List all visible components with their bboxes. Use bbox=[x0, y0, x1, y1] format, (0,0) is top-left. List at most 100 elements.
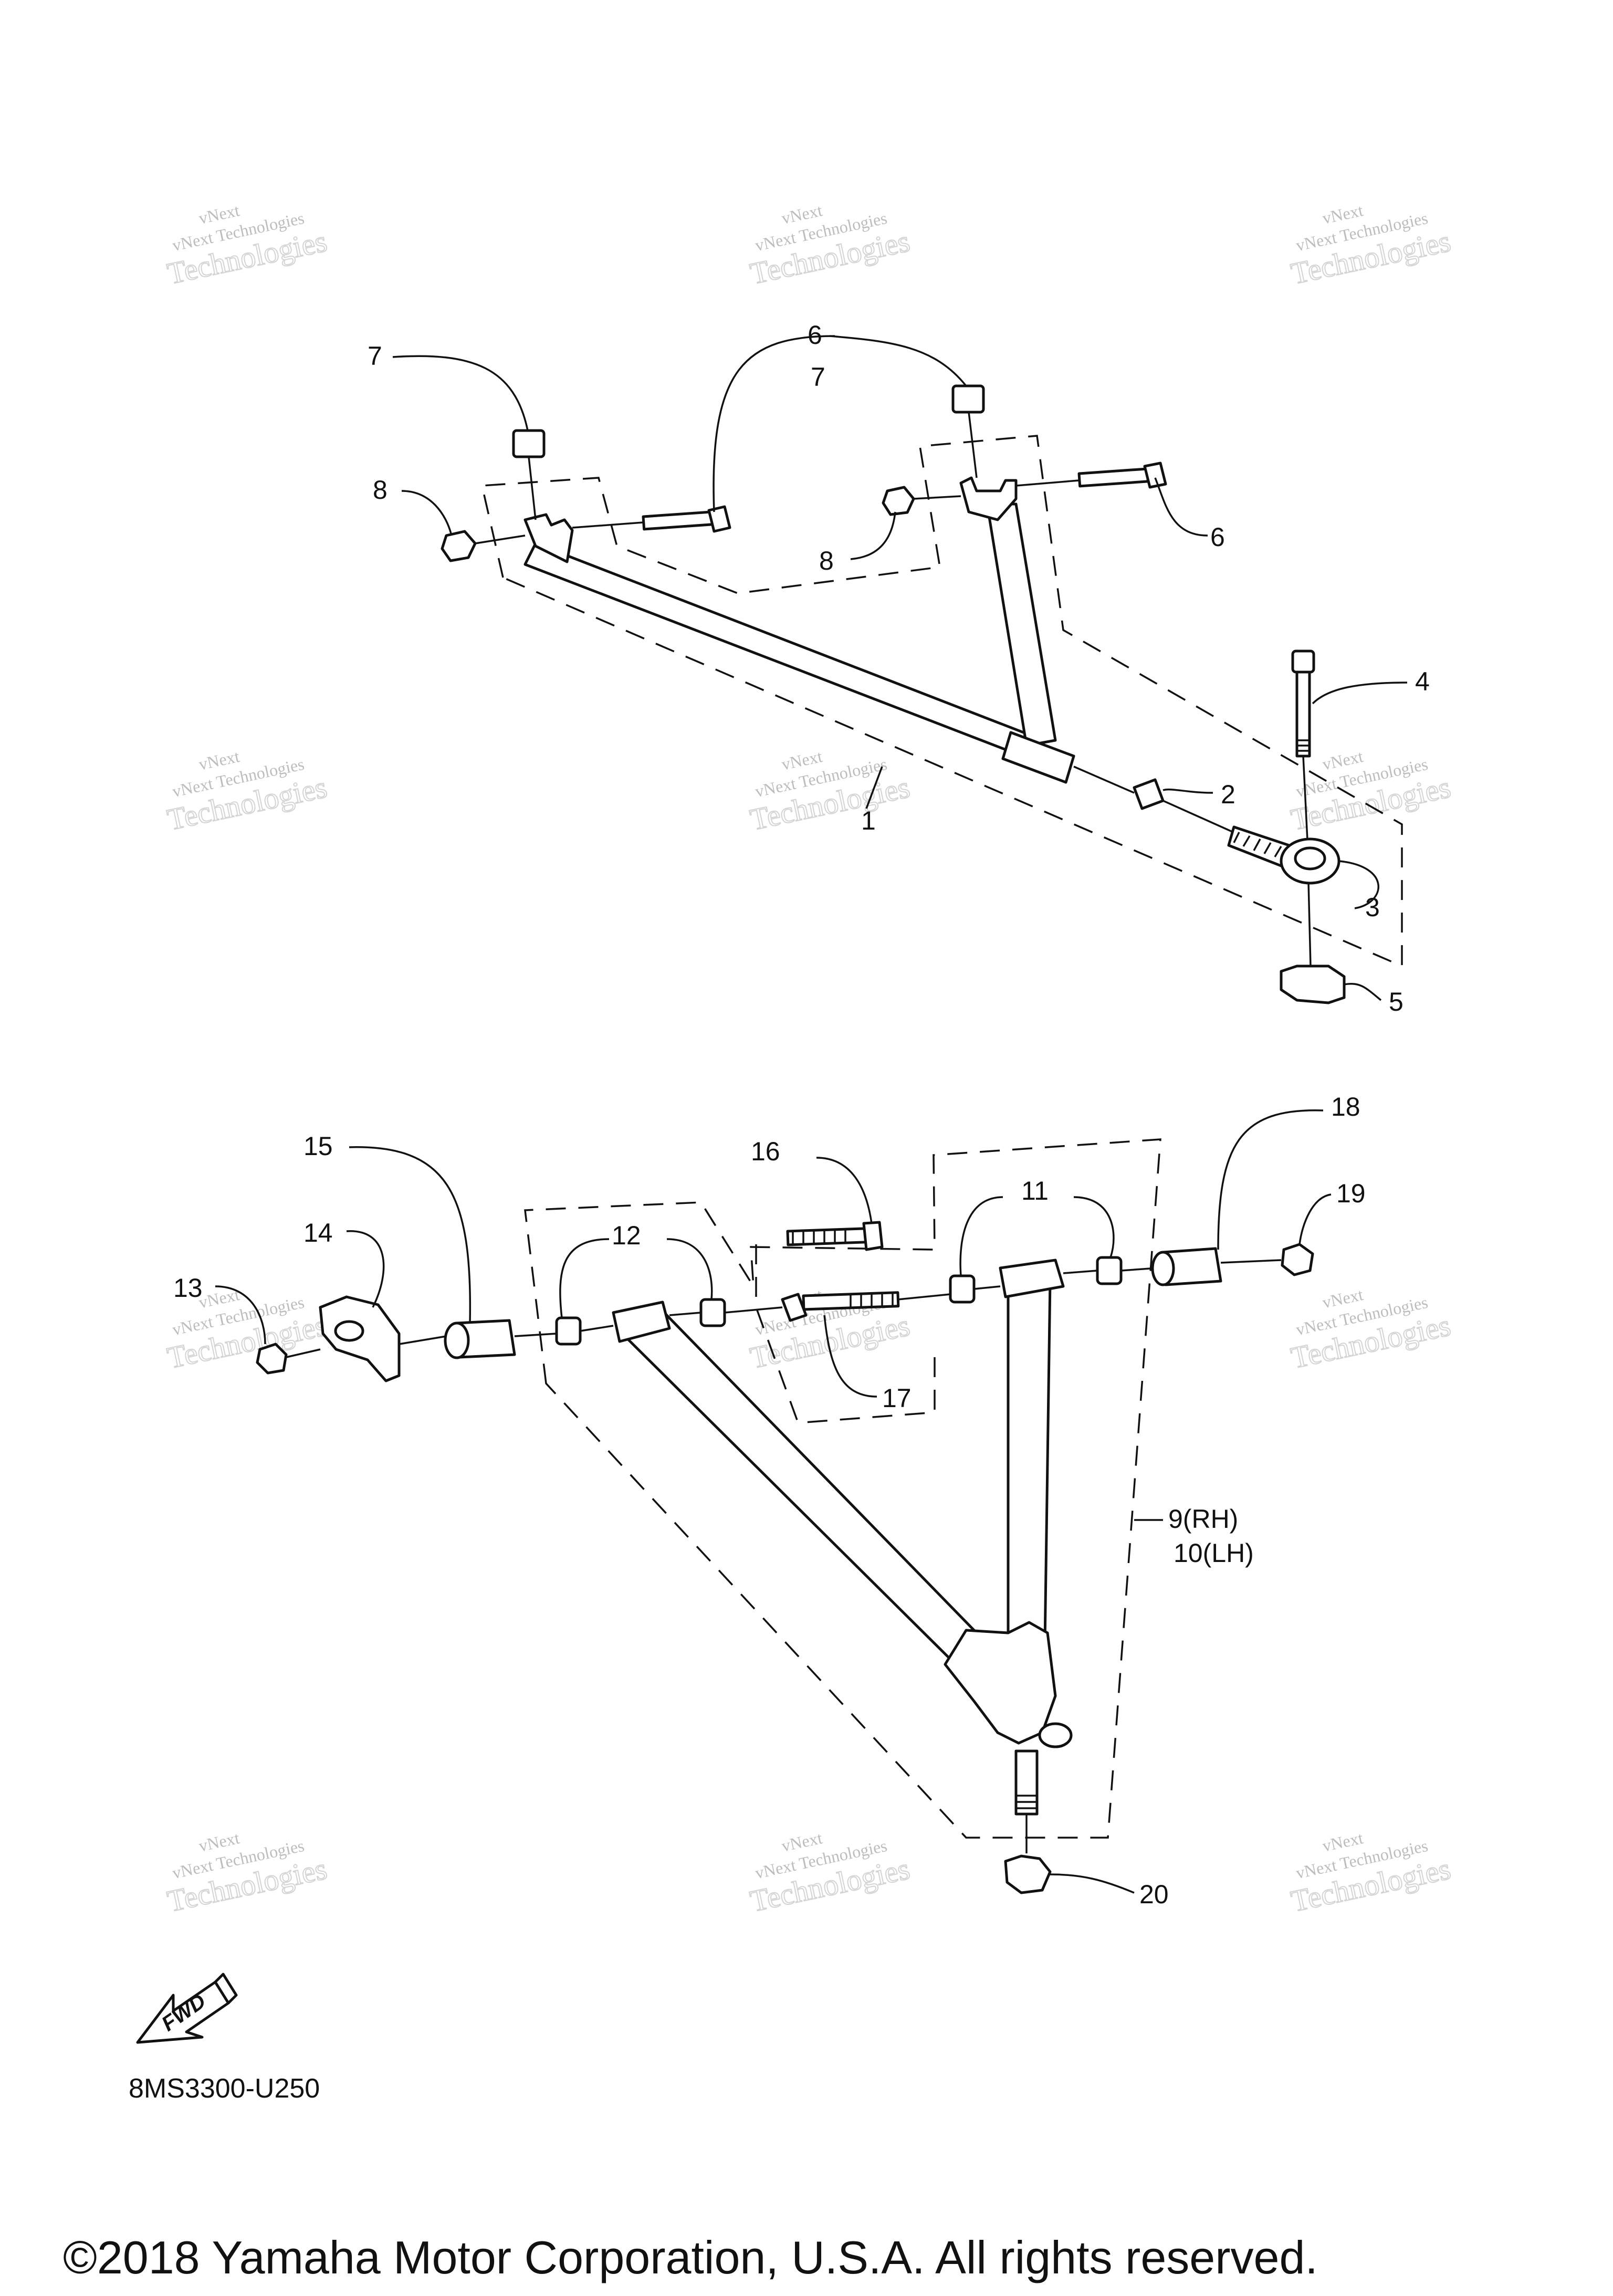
bushing-part-12-right bbox=[699, 1298, 726, 1327]
lower-arm-assembly: 15 16 18 11 19 14 12 13 17 9(RH) 10(LH) … bbox=[173, 1092, 1366, 1909]
assembly-outline-upper bbox=[480, 435, 1403, 968]
label-part-20: 20 bbox=[1139, 1880, 1169, 1909]
watermark: vNext vNext Technologies Technologies bbox=[747, 201, 913, 291]
label-part-7-right: 7 bbox=[811, 362, 825, 392]
axis-line bbox=[897, 1293, 951, 1301]
label-part-5: 5 bbox=[1389, 987, 1403, 1016]
axis-line bbox=[669, 1312, 701, 1316]
collar-part-7-left bbox=[512, 429, 546, 458]
bolt-outline-lower bbox=[755, 1244, 936, 1424]
lower-arm-knuckle bbox=[944, 1621, 1057, 1745]
leader-line bbox=[816, 1157, 873, 1224]
leader-line bbox=[215, 1285, 266, 1345]
leader-line bbox=[1338, 860, 1379, 909]
leader-line bbox=[1154, 477, 1208, 537]
label-part-6-top: 6 bbox=[808, 320, 822, 350]
watermark: vNext vNext Technologies Technologies bbox=[1287, 201, 1454, 291]
ball-joint-part-3 bbox=[1227, 825, 1340, 885]
watermark-group: vNext vNext Technologies Technologies vN… bbox=[164, 201, 1454, 1919]
label-part-14: 14 bbox=[303, 1218, 333, 1247]
watermark: vNext vNext Technologies Technologies bbox=[164, 747, 330, 837]
axis-line bbox=[286, 1348, 321, 1358]
upper-arm-rear-bracket bbox=[959, 476, 1018, 521]
stud-threads bbox=[1016, 1795, 1037, 1809]
axis-line bbox=[1015, 479, 1080, 487]
diagram-code: 8MS3300-U250 bbox=[129, 2073, 320, 2104]
bolt-part-16 bbox=[786, 1221, 884, 1251]
label-part-9: 9(RH) bbox=[1168, 1504, 1238, 1534]
lower-arm-knuckle-eye bbox=[1038, 1722, 1073, 1748]
leader-line bbox=[1298, 1193, 1332, 1245]
axis-line bbox=[528, 456, 537, 520]
leader-line bbox=[392, 355, 529, 431]
label-part-8-right: 8 bbox=[819, 546, 834, 575]
leader-line bbox=[346, 1230, 385, 1308]
bushing-part-15 bbox=[444, 1319, 516, 1359]
label-part-6-right: 6 bbox=[1210, 522, 1225, 552]
watermark: vNext vNext Technologies Technologies bbox=[164, 1828, 330, 1919]
label-part-2: 2 bbox=[1221, 780, 1235, 809]
nut-part-8-left bbox=[441, 530, 477, 562]
bracket-part-14 bbox=[319, 1295, 401, 1382]
leader-line bbox=[1217, 1109, 1324, 1250]
leader-line bbox=[829, 335, 967, 387]
bushing-part-18 bbox=[1151, 1247, 1222, 1286]
axis-line bbox=[968, 412, 978, 478]
label-part-4: 4 bbox=[1415, 667, 1430, 696]
watermark: vNext vNext Technologies Technologies bbox=[747, 1828, 913, 1919]
label-part-17: 17 bbox=[882, 1383, 912, 1413]
label-part-11: 11 bbox=[1021, 1176, 1049, 1205]
label-part-16: 16 bbox=[751, 1137, 780, 1166]
upper-arm-collar bbox=[1001, 731, 1075, 784]
upper-arm-front-bracket bbox=[523, 513, 574, 563]
axis-line bbox=[724, 1306, 783, 1314]
axis-line bbox=[1302, 756, 1308, 841]
axis-line bbox=[1220, 1259, 1282, 1264]
upper-arm-tube-long bbox=[523, 542, 1039, 760]
axis-line bbox=[1307, 882, 1312, 967]
bolt-part-6-left bbox=[642, 505, 731, 533]
leader-line bbox=[666, 1238, 713, 1300]
watermark: vNext vNext Technologies Technologies bbox=[164, 201, 330, 291]
label-part-7-left: 7 bbox=[368, 341, 382, 371]
bushing-part-11-left bbox=[949, 1274, 976, 1304]
bracket-hole bbox=[334, 1320, 364, 1342]
bushing-part-12-left bbox=[555, 1316, 582, 1346]
axis-line bbox=[572, 521, 644, 529]
leader-line bbox=[959, 1196, 1003, 1276]
nut-part-8-right bbox=[882, 486, 915, 516]
watermark: vNext vNext Technologies Technologies bbox=[747, 747, 913, 837]
copyright-notice: ©2018 Yamaha Motor Corporation, U.S.A. A… bbox=[63, 2231, 1318, 2283]
label-part-19: 19 bbox=[1336, 1179, 1366, 1208]
bolt-part-6-right bbox=[1077, 462, 1167, 489]
axis-line bbox=[475, 534, 526, 544]
nut-part-19 bbox=[1281, 1243, 1314, 1276]
leader-line bbox=[401, 490, 453, 536]
bushing-part-11-right bbox=[1096, 1256, 1123, 1285]
label-part-18: 18 bbox=[1331, 1092, 1360, 1121]
leader-line bbox=[1073, 1196, 1115, 1258]
fwd-arrow-icon: FWD bbox=[136, 1973, 238, 2044]
leader-line bbox=[1312, 682, 1408, 705]
axis-line bbox=[580, 1325, 614, 1332]
label-part-1: 1 bbox=[861, 806, 876, 835]
lower-arm-front-boss bbox=[612, 1301, 671, 1343]
leader-line bbox=[559, 1238, 610, 1318]
collar-part-7-right bbox=[951, 384, 985, 414]
bolt-part-4 bbox=[1291, 649, 1315, 758]
axis-line bbox=[1063, 1270, 1098, 1274]
axis-line bbox=[913, 495, 961, 500]
axis-line bbox=[514, 1333, 557, 1337]
lower-arm-rear-boss bbox=[999, 1259, 1065, 1298]
leader-line bbox=[865, 766, 883, 809]
assembly-outline-lower bbox=[524, 1138, 1161, 1839]
label-part-12: 12 bbox=[612, 1221, 641, 1250]
label-part-8-left: 8 bbox=[373, 475, 387, 505]
label-part-10: 10(LH) bbox=[1174, 1538, 1254, 1568]
leader-line bbox=[713, 335, 835, 512]
label-part-13: 13 bbox=[173, 1273, 203, 1303]
pin-part-2 bbox=[1133, 778, 1165, 810]
watermark: vNext vNext Technologies Technologies bbox=[1287, 1285, 1454, 1376]
leader-line bbox=[1344, 983, 1382, 1001]
